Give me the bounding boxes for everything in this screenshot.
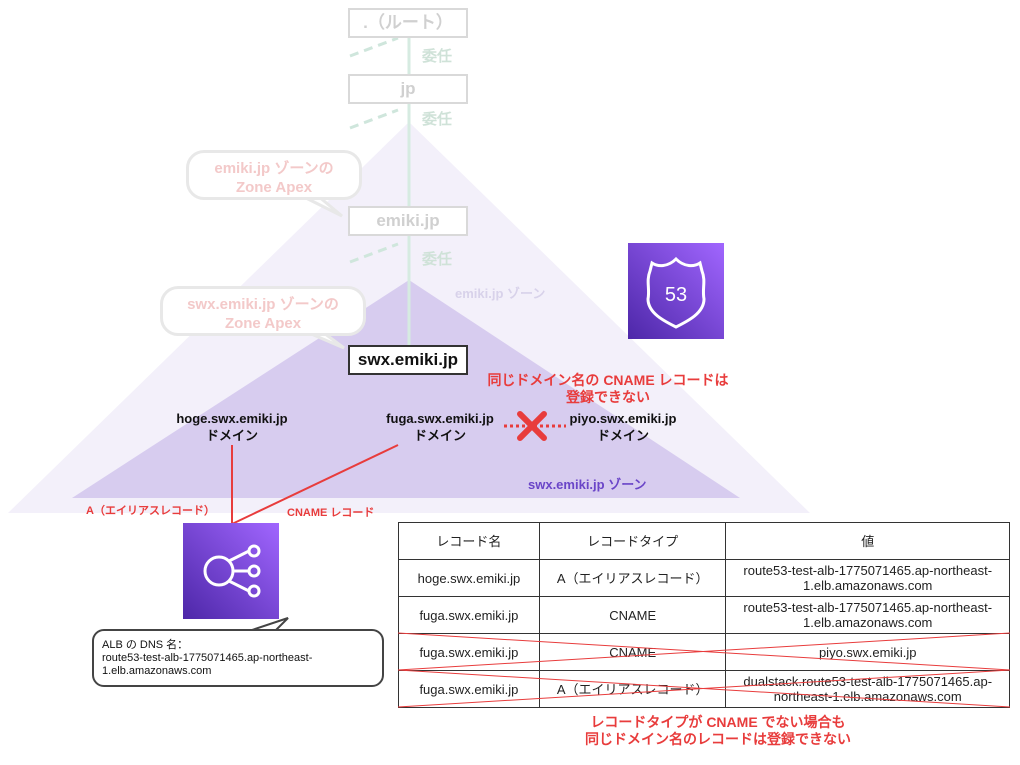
route53-number: 53 [665,284,687,306]
cname-conflict-line-2: 登録できない [566,389,650,405]
swx-apex-line-2: Zone Apex [224,315,302,332]
domain-fuga-type: ドメイン [413,428,466,443]
emiki-apex-callout: emiki.jp ゾーンの Zone Apex [186,150,362,200]
alb-dns-line-3: 1.elb.amazonaws.com [102,665,212,677]
swx-node: swx.emiki.jp [348,345,468,375]
swx-zone-label: swx.emiki.jp ゾーン [528,477,647,492]
delegation-dash-2 [349,108,399,130]
domain-fuga-name: fuga.swx.emiki.jp [386,411,494,426]
delegation-dash-3 [349,242,399,264]
row-4-type: A（エイリアスレコード） [538,670,727,708]
row-3-value-line-1: piyo.swx.emiki.jp [818,644,917,660]
domain-piyo: piyo.swx.emiki.jp ドメイン [551,410,695,444]
alb-dns-line-2: route53-test-alb-1775071465.ap-northeast… [102,652,313,664]
row-1-value: route53-test-alb-1775071465.ap-northeast… [725,559,1010,597]
emiki-apex-line-2: Zone Apex [235,179,313,196]
domain-hoge-type: ドメイン [205,428,258,443]
row-4-name: fuga.swx.emiki.jp [398,670,540,708]
row-2-value-line-2: 1.elb.amazonaws.com [803,615,933,630]
row-2-type: CNAME [538,596,727,634]
conflict-x-icon [517,411,547,441]
type-conflict-label: レコードタイプが CNAME でない場合も 同じドメイン名のレコードは登録できな… [520,714,916,748]
header-record-name: レコード名 [398,522,540,560]
domain-piyo-name: piyo.swx.emiki.jp [569,411,677,426]
cname-record-line [231,444,399,525]
row-2-value: route53-test-alb-1775071465.ap-northeast… [725,596,1010,634]
header-record-type: レコードタイプ [538,522,727,560]
domain-piyo-type: ドメイン [596,428,649,443]
emiki-apex-line-1: emiki.jp ゾーンの [214,160,334,177]
cname-record-label: CNAME レコード [287,507,375,519]
swx-zone-triangle [72,280,740,498]
row-4-value-line-1: dualstack.route53-test-alb-1775071465.ap… [743,674,993,689]
root-node: .（ルート） [348,8,468,38]
cname-conflict-label: 同じドメイン名の CNAME レコードは 登録できない [456,372,760,406]
table-row-invalid: fuga.swx.emiki.jp A（エイリアスレコード） dualstack… [398,670,1010,708]
row-1-type: A（エイリアスレコード） [538,559,727,597]
row-2-name: fuga.swx.emiki.jp [398,596,540,634]
swx-apex-line-1: swx.emiki.jp ゾーンの [187,296,339,313]
emiki-zone-label: emiki.jp ゾーン [455,286,546,301]
table-row-invalid: fuga.swx.emiki.jp CNAME piyo.swx.emiki.j… [398,633,1010,671]
swx-node-label: swx.emiki.jp [357,350,459,369]
a-record-label: A（エイリアスレコード） [86,505,215,517]
alb-dns-callout: ALB の DNS 名： route53-test-alb-1775071465… [92,629,384,687]
table-header-row: レコード名 レコードタイプ 値 [398,522,1010,560]
header-value: 値 [725,522,1010,560]
alb-dns-line-1: ALB の DNS 名： [102,639,189,651]
type-conflict-line-2: 同じドメイン名のレコードは登録できない [585,731,851,747]
load-balancer-icon [183,523,279,619]
cname-conflict-line-1: 同じドメイン名の CNAME レコードは [487,372,729,388]
emiki-node-label: emiki.jp [376,211,440,230]
row-4-value: dualstack.route53-test-alb-1775071465.ap… [725,670,1010,708]
delegation-label-1: 委任 [422,48,453,65]
row-2-value-line-1: route53-test-alb-1775071465.ap-northeast… [743,600,993,615]
row-3-value: piyo.swx.emiki.jp [725,633,1010,671]
row-1-value-line-2: 1.elb.amazonaws.com [803,578,933,593]
row-3-type: CNAME [538,633,727,671]
records-table: レコード名 レコードタイプ 値 hoge.swx.emiki.jp A（エイリア… [398,522,1010,708]
jp-node: jp [348,74,468,104]
route53-icon: 53 [628,243,724,339]
row-1-name: hoge.swx.emiki.jp [398,559,540,597]
swx-apex-callout: swx.emiki.jp ゾーンの Zone Apex [160,286,366,336]
root-node-label: .（ルート） [363,13,453,32]
delegation-label-2: 委任 [422,111,453,128]
row-4-value-line-2: northeast-1.elb.amazonaws.com [773,689,962,704]
domain-fuga: fuga.swx.emiki.jp ドメイン [368,410,512,444]
domain-hoge: hoge.swx.emiki.jp ドメイン [160,410,304,444]
row-1-value-line-1: route53-test-alb-1775071465.ap-northeast… [743,563,993,578]
emiki-node: emiki.jp [348,206,468,236]
delegation-dash-1 [349,36,399,58]
type-conflict-line-1: レコードタイプが CNAME でない場合も [590,714,846,730]
table-row: hoge.swx.emiki.jp A（エイリアスレコード） route53-t… [398,559,1010,597]
delegation-label-3: 委任 [422,251,453,268]
domain-hoge-name: hoge.swx.emiki.jp [176,411,288,426]
jp-node-label: jp [400,79,416,98]
row-3-name: fuga.swx.emiki.jp [398,633,540,671]
table-row: fuga.swx.emiki.jp CNAME route53-test-alb… [398,596,1010,634]
